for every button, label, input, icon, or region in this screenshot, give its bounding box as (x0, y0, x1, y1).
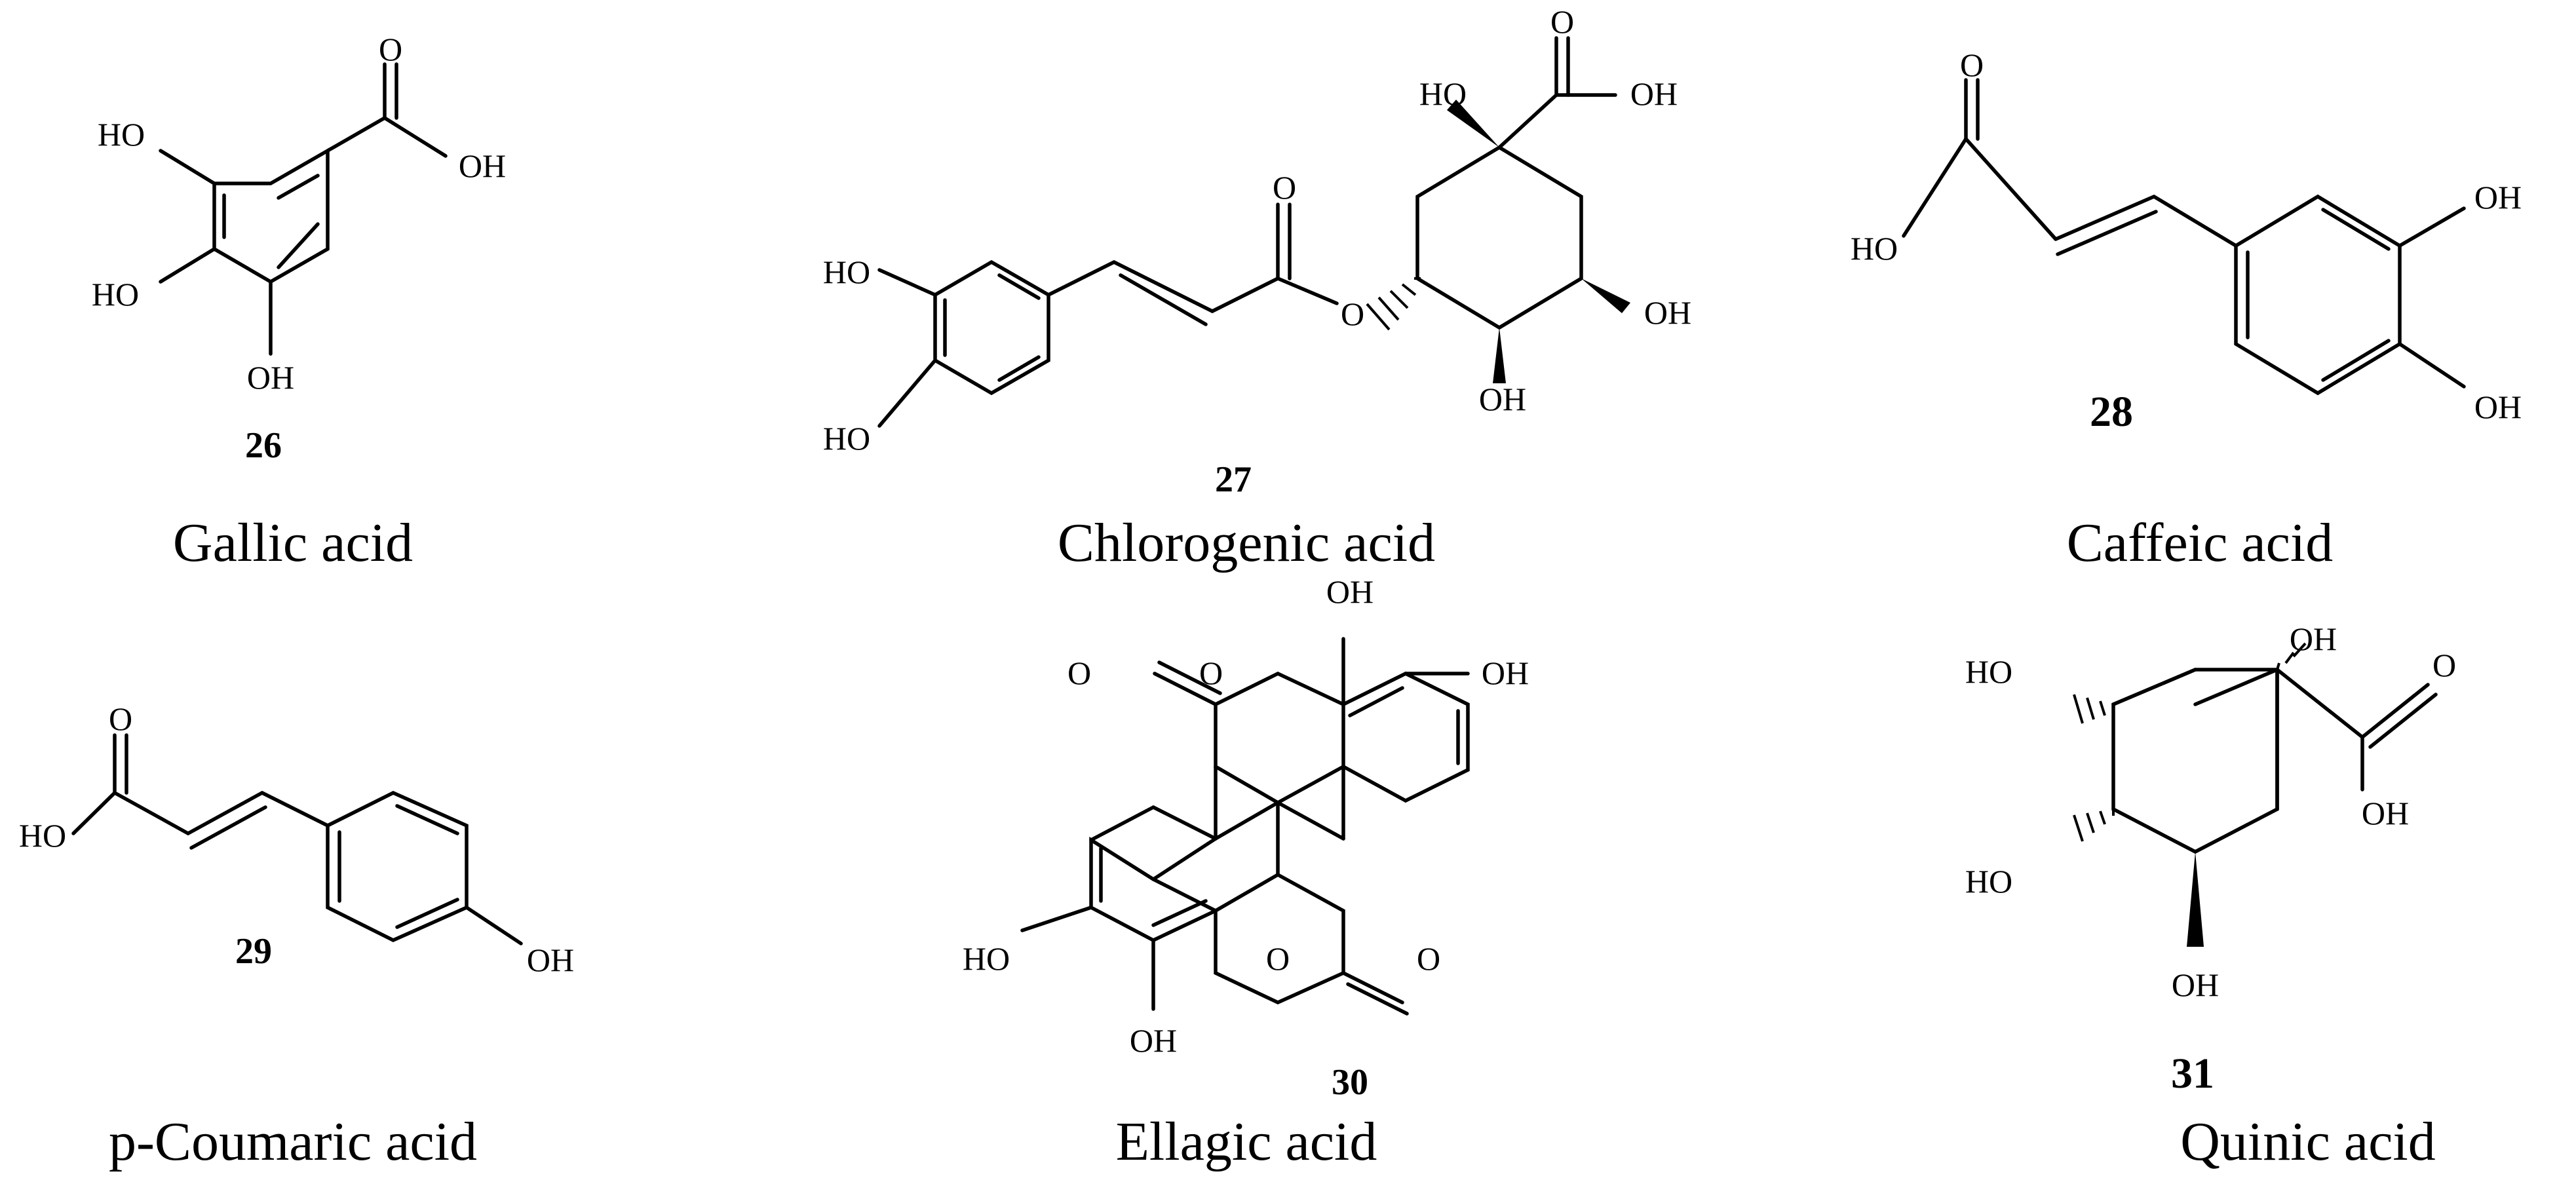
atom-label: O (379, 31, 402, 67)
compound-number: 28 (2090, 388, 2133, 436)
compound-number: 27 (1215, 459, 1252, 500)
atom-label: HO (963, 940, 1010, 977)
compound-name: Chlorogenic acid (1058, 512, 1435, 573)
atom-label: OH (1130, 1022, 1177, 1059)
structure-gallic-acid: O OH HO HO OH (92, 31, 506, 396)
atom-label: OH (2362, 795, 2409, 831)
compound-name: Gallic acid (173, 512, 413, 573)
structure-caffeic-acid: O HO OH OH (1851, 47, 2522, 425)
atom-label: OH (2474, 179, 2522, 216)
compound-name: Ellagic acid (1116, 1111, 1377, 1172)
structure-p-coumaric-acid: O HO OH (19, 700, 574, 978)
atom-label: HO (1419, 75, 1467, 112)
atom-label: O (1550, 3, 1574, 40)
atom-label: HO (823, 420, 870, 457)
atom-label: OH (1482, 655, 1529, 691)
atom-label: OH (247, 359, 294, 396)
atom-label: O (1341, 296, 1364, 332)
atom-label: HO (19, 817, 66, 854)
atom-label: O (1266, 940, 1290, 977)
compound-name: p-Coumaric acid (109, 1111, 477, 1172)
atom-label: O (2432, 647, 2456, 683)
atom-label: OH (2474, 389, 2522, 425)
compound-number: 29 (235, 931, 272, 972)
compound-number: 26 (245, 425, 282, 466)
atom-label: HO (98, 116, 145, 153)
compound-number: 30 (1332, 1062, 1368, 1103)
atom-label: O (1067, 655, 1091, 691)
atom-label: O (109, 700, 132, 737)
atom-label: HO (92, 276, 139, 313)
atom-label: OH (1326, 573, 1374, 610)
atom-label: OH (527, 942, 574, 978)
compound-number: 31 (2171, 1050, 2214, 1097)
atom-label: OH (1644, 294, 1691, 331)
atom-label: OH (1479, 381, 1526, 417)
atom-label: OH (1630, 75, 1678, 112)
atom-label: O (1960, 47, 1984, 83)
atom-label: HO (1965, 653, 2012, 690)
structure-quinic-acid: HO HO OH O OH OH (1965, 620, 2456, 1003)
atom-label: HO (823, 254, 870, 290)
atom-label: HO (1965, 863, 2012, 900)
compound-name: Caffeic acid (2067, 512, 2334, 573)
atom-label: OH (2172, 966, 2219, 1003)
atom-label: O (1199, 655, 1223, 691)
atom-label: O (1273, 169, 1296, 206)
structure-chlorogenic-acid: O OH HO OH OH O O HO HO (823, 3, 1691, 457)
atom-label: OH (2290, 620, 2337, 657)
atom-label: O (1417, 940, 1440, 977)
atom-label: OH (459, 147, 506, 184)
atom-label: HO (1851, 230, 1898, 267)
compound-name: Quinic acid (2180, 1111, 2436, 1172)
structure-ellagic-acid: OH OH O O O O HO OH (963, 573, 1529, 1059)
